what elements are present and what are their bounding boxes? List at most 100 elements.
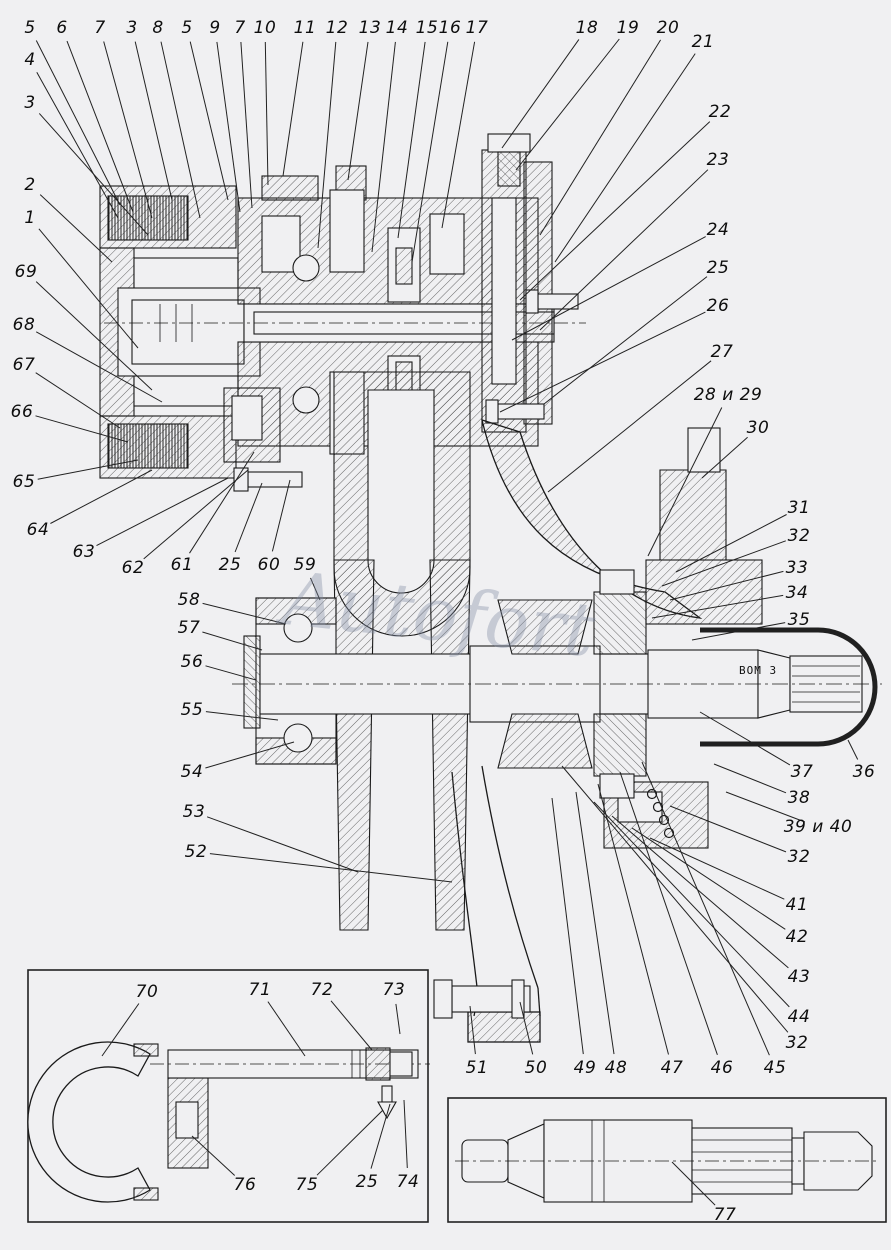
- leader-line-64: [50, 469, 153, 524]
- leader-line-25: [543, 276, 708, 405]
- leader-line-51: [469, 1005, 476, 1055]
- callout-25: 25: [218, 555, 242, 575]
- callout-13: 13: [358, 18, 382, 38]
- leader-line-49: [551, 797, 584, 1055]
- leader-line-12: [317, 41, 337, 249]
- callout-52: 52: [184, 842, 208, 862]
- callout-3: 3: [24, 93, 36, 113]
- leader-line-66: [35, 415, 129, 443]
- leader-line-42: [631, 827, 786, 930]
- callout-34: 34: [785, 583, 809, 603]
- callout-17: 17: [465, 18, 489, 38]
- callout-1: 1: [24, 208, 36, 228]
- leader-line-46: [619, 771, 718, 1055]
- callout-15: 15: [415, 18, 439, 38]
- callout-20: 20: [656, 18, 680, 38]
- leader-line-60: [271, 479, 291, 552]
- leader-line-65: [37, 459, 139, 480]
- callout-59: 59: [293, 555, 317, 575]
- leader-line-21: [554, 53, 696, 263]
- shaft-label: ВОМ 3: [739, 664, 778, 677]
- leader-line-11: [282, 41, 304, 177]
- leader-line-67: [35, 372, 121, 429]
- shaft-inset-box: [447, 1097, 887, 1223]
- leader-line-45: [641, 761, 770, 1056]
- leader-line-69: [35, 281, 153, 391]
- callout-24: 24: [706, 220, 730, 240]
- callout-26: 26: [706, 296, 730, 316]
- callout-5: 5: [181, 18, 193, 38]
- leader-line-3: [38, 113, 149, 236]
- callout-61: 61: [170, 555, 194, 575]
- leader-line-41: [649, 837, 785, 900]
- leader-line-19: [515, 38, 620, 171]
- callout-48: 48: [604, 1058, 628, 1078]
- clutch-drum-section: [99, 185, 261, 479]
- leader-line-28-и-29: [647, 407, 723, 557]
- pulley-wheel: [333, 371, 471, 931]
- callout-70: 70: [135, 982, 159, 1002]
- leader-line-32: [561, 765, 789, 1033]
- leader-line-27: [547, 360, 712, 493]
- upper-bracket: [659, 427, 727, 561]
- callout-54: 54: [180, 762, 204, 782]
- callout-11: 11: [293, 18, 317, 38]
- leader-line-6: [66, 40, 134, 213]
- leader-line-15: [397, 41, 426, 239]
- callout-3: 3: [126, 18, 138, 38]
- leader-line-35: [691, 622, 786, 641]
- leader-line-32: [661, 540, 786, 587]
- callout-25: 25: [706, 258, 730, 278]
- leader-line-3: [134, 41, 173, 201]
- callout-43: 43: [787, 967, 811, 987]
- leader-line-36: [847, 739, 859, 760]
- callout-41: 41: [785, 895, 809, 915]
- leader-line-48: [575, 791, 615, 1055]
- right-support-plate: [481, 133, 579, 433]
- callout-46: 46: [710, 1058, 734, 1078]
- callout-44: 44: [787, 1007, 811, 1027]
- callout-72: 72: [310, 980, 334, 1000]
- callout-30: 30: [746, 418, 770, 438]
- leader-line-56: [205, 665, 257, 681]
- bottom-bolt: [433, 979, 531, 1019]
- callout-76: 76: [233, 1175, 257, 1195]
- callout-18: 18: [575, 18, 599, 38]
- callout-37: 37: [790, 762, 814, 782]
- leader-line-63: [96, 477, 229, 547]
- callout-35: 35: [787, 610, 811, 630]
- leader-line-50: [519, 1001, 534, 1055]
- callout-21: 21: [691, 32, 715, 52]
- callout-51: 51: [465, 1058, 489, 1078]
- fork-inset-box: [27, 969, 430, 1223]
- leader-line-62: [143, 469, 249, 560]
- callout-60: 60: [257, 555, 281, 575]
- callout-49: 49: [573, 1058, 597, 1078]
- leader-line-7: [240, 41, 253, 209]
- callout-6: 6: [56, 18, 68, 38]
- callout-10: 10: [253, 18, 277, 38]
- callout-23: 23: [706, 150, 730, 170]
- leader-line-39-и-40: [725, 791, 806, 823]
- callout-7: 7: [234, 18, 246, 38]
- callout-31: 31: [787, 498, 811, 518]
- leader-line-43: [611, 815, 789, 969]
- callout-47: 47: [660, 1058, 684, 1078]
- leader-line-73: [395, 1003, 401, 1035]
- callout-14: 14: [385, 18, 409, 38]
- callout-56: 56: [180, 652, 204, 672]
- callout-38: 38: [787, 788, 811, 808]
- callout-74: 74: [396, 1172, 420, 1192]
- shaft-guard-loop: [700, 627, 878, 747]
- callout-27: 27: [710, 342, 734, 362]
- callout-42: 42: [785, 927, 809, 947]
- callout-9: 9: [209, 18, 221, 38]
- output-shaft-assembly: [232, 559, 882, 849]
- leader-line-7: [103, 41, 153, 219]
- leader-line-26: [499, 311, 706, 413]
- leader-line-74: [403, 1099, 408, 1169]
- leader-line-61: [189, 451, 255, 554]
- callout-53: 53: [182, 802, 206, 822]
